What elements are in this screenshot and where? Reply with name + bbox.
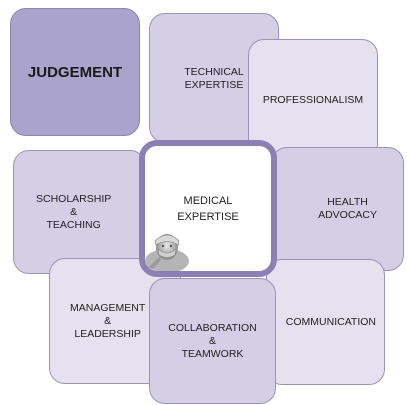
tile-professionalism-label: PROFESSIONALISM <box>262 93 364 106</box>
tile-judgement: JUDGEMENT <box>10 8 140 136</box>
tile-scholarship-teaching: SCHOLARSHIP & TEACHING <box>13 150 146 274</box>
tile-judgement-label: JUDGEMENT <box>27 63 123 81</box>
surgeon-photo-image <box>145 234 189 271</box>
tile-collaboration-teamwork: COLLABORATION & TEAMWORK <box>149 278 276 404</box>
tile-professionalism: PROFESSIONALISM <box>248 39 378 161</box>
tile-management-leadership-label: MANAGEMENT & LEADERSHIP <box>70 301 146 340</box>
tile-medical-expertise: MEDICAL EXPERTISE <box>139 140 277 277</box>
tile-communication: COMMUNICATION <box>266 259 385 385</box>
tile-scholarship-teaching-label: SCHOLARSHIP & TEACHING <box>36 192 112 231</box>
tile-communication-label: COMMUNICATION <box>285 315 376 328</box>
tile-technical-expertise-label: TECHNICAL EXPERTISE <box>184 66 244 91</box>
tile-health-advocacy: HEALTH ADVOCACY <box>271 147 404 271</box>
tile-collaboration-teamwork-label: COLLABORATION & TEAMWORK <box>168 321 257 360</box>
tile-health-advocacy-label: HEALTH ADVOCACY <box>318 196 377 221</box>
tile-medical-expertise-label: MEDICAL EXPERTISE <box>177 194 239 223</box>
